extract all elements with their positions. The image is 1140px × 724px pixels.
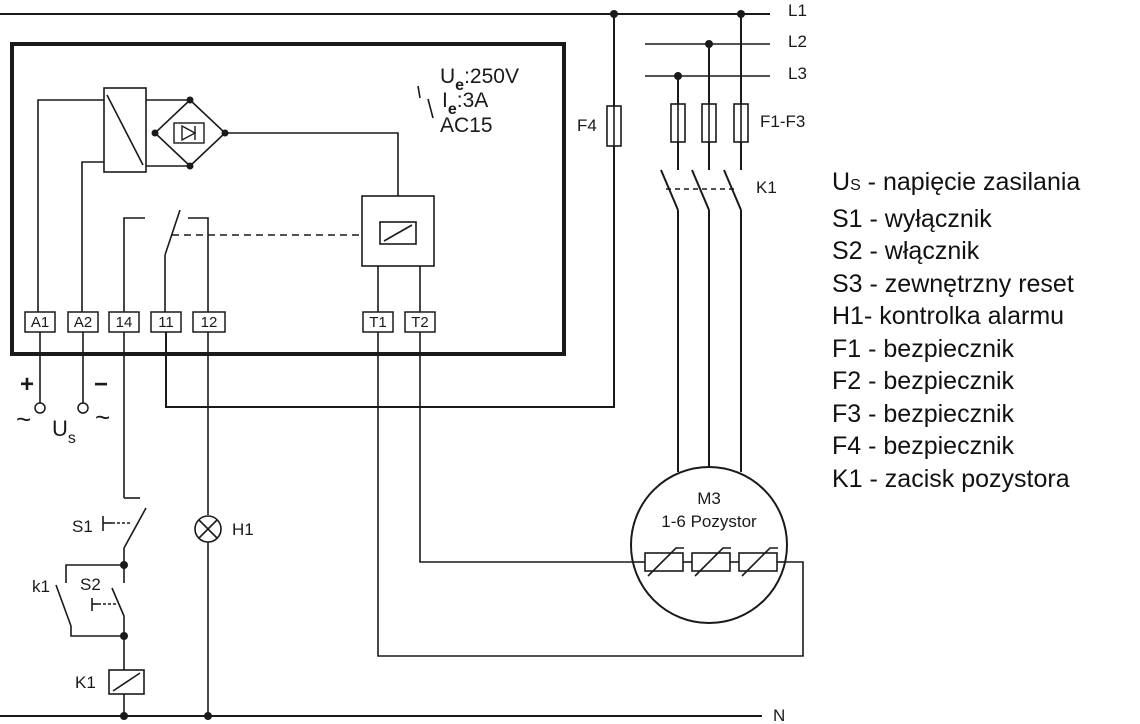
svg-text:+: + (20, 371, 34, 398)
label-l2: L2 (788, 32, 807, 51)
ptc-sensor-3 (738, 552, 778, 572)
label-h1: H1 (232, 520, 254, 539)
legend-item-h1: H1- kontrolka alarmu (832, 302, 1065, 330)
ptc-evaluator (361, 195, 435, 267)
terminal-t2: T2 (404, 311, 436, 333)
legend-item-s2: S2 - włącznik (832, 237, 980, 265)
terminal-a1: A1 (24, 311, 56, 333)
svg-text:AC15: AC15 (440, 114, 493, 137)
wire-t2-to-ptc (419, 332, 632, 563)
terminal-a2: A2 (67, 311, 99, 333)
label-s1: S1 (72, 517, 93, 536)
wire-11-to-f4 (165, 146, 615, 408)
label-k1-hold: k1 (32, 577, 50, 596)
label-s2: S2 (80, 575, 101, 594)
contactor-k1: K1 (660, 142, 777, 472)
svg-text:~: ~ (95, 402, 110, 432)
label-l1: L1 (788, 1, 807, 20)
svg-text:14: 14 (116, 314, 133, 331)
supply-terminals: + − ~ ~ Us (16, 332, 110, 447)
svg-text:−: − (94, 371, 108, 398)
relay-unit: Ue:250V Ie:3A AC15 A1 A2 14 11 12 T1 (10, 42, 566, 356)
terminal-11: 11 (150, 311, 182, 333)
ptc-sensor-2 (691, 552, 731, 572)
label-l3: L3 (788, 64, 807, 83)
svg-text:T2: T2 (411, 314, 429, 331)
wire-t1-to-ptc (377, 332, 804, 657)
legend-item-f4: F4 - bezpiecznik (832, 432, 1015, 460)
terminal-14: 14 (108, 311, 140, 333)
svg-text:Ie:3A: Ie:3A (442, 89, 488, 118)
label-k1-coil: K1 (75, 673, 96, 692)
legend-item-us: US - napięcie zasilania (832, 168, 1081, 196)
svg-text:K1: K1 (756, 178, 777, 197)
svg-text:11: 11 (158, 314, 174, 331)
svg-text:Ue:250V: Ue:250V (440, 65, 519, 94)
supply-plus-terminal (34, 402, 46, 414)
contact-rating: Ue:250V Ie:3A AC15 (417, 65, 519, 137)
svg-text:F4: F4 (577, 116, 597, 135)
label-n: N (773, 706, 785, 724)
svg-text:A1: A1 (31, 314, 49, 331)
control-circuit: S1 k1 S2 K1 H1 (32, 332, 254, 720)
legend-item-f3: F3 - bezpiecznik (832, 399, 1015, 428)
svg-text:M3: M3 (697, 489, 721, 508)
fuses: F4 F1-F3 (577, 10, 805, 147)
ptc-sensor-1 (644, 552, 684, 572)
legend-item-f2: F2 - bezpiecznik (832, 367, 1015, 395)
terminal-t1: T1 (362, 311, 394, 333)
legend-item-s1: S1 - wyłącznik (832, 204, 992, 233)
svg-text:F1-F3: F1-F3 (760, 112, 805, 131)
svg-text:~: ~ (16, 404, 31, 434)
legend-item-k1: K1 - zacisk pozystora (832, 464, 1070, 493)
supply-voltage-label: Us (52, 416, 76, 447)
supply-minus-terminal (77, 402, 89, 414)
legend: US - napięcie zasilania S1 - wyłącznik S… (832, 166, 1132, 495)
svg-text:T1: T1 (369, 314, 387, 331)
legend-item-s3: S3 - zewnętrzny reset (832, 269, 1074, 298)
svg-text:A2: A2 (74, 314, 92, 331)
legend-item-f1: F1 - bezpiecznik (832, 334, 1015, 363)
svg-text:12: 12 (201, 314, 218, 331)
relay-housing (10, 42, 566, 356)
motor-m3: M3 1-6 Pozystor (630, 466, 788, 624)
svg-text:1-6 Pozystor: 1-6 Pozystor (661, 512, 757, 531)
terminal-12: 12 (192, 311, 226, 333)
